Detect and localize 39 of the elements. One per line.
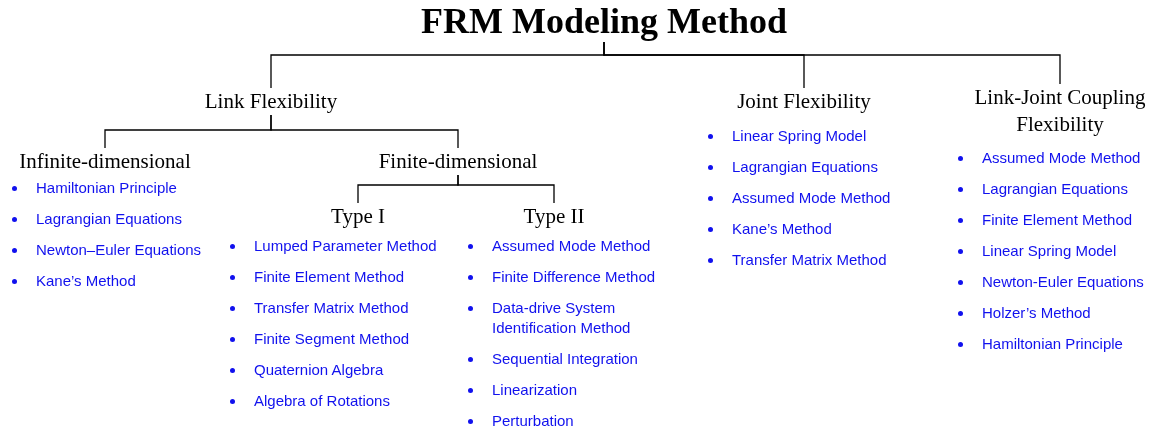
method-list-item: Hamiltonian Principle (10, 178, 225, 209)
method-list-item: Assumed Mode Method (706, 188, 936, 219)
diagram-title: FRM Modeling Method (421, 0, 787, 42)
method-list-item: Finite Difference Method (466, 267, 676, 298)
method-list-item: Holzer’s Method (956, 303, 1171, 334)
category-heading: Type II (523, 203, 585, 230)
method-list-item: Newton–Euler Equations (10, 240, 225, 271)
method-list-item: Transfer Matrix Method (228, 298, 463, 329)
method-list-item: Transfer Matrix Method (706, 250, 936, 281)
method-list-item: Assumed Mode Method (956, 148, 1171, 179)
method-list-item: Newton-Euler Equations (956, 272, 1171, 303)
connector-line (457, 174, 555, 204)
category-heading: Infinite-dimensional (19, 148, 191, 175)
connector-line (270, 114, 459, 149)
method-list-item: Linear Spring Model (956, 241, 1171, 272)
method-list-item: Linearization (466, 380, 676, 411)
method-list-item: Finite Element Method (956, 210, 1171, 241)
category-heading: Type I (331, 203, 385, 230)
category-heading: Joint Flexibility (737, 88, 871, 115)
method-list-item: Kane’s Method (10, 271, 225, 302)
method-list-item: Sequential Integration (466, 349, 676, 380)
method-list-item: Algebra of Rotations (228, 391, 463, 422)
method-list-item: Lagrangian Equations (706, 157, 936, 188)
method-list-item: Data-drive System Identification Method (466, 298, 676, 349)
method-list-item: Finite Segment Method (228, 329, 463, 360)
method-list-item: Finite Element Method (228, 267, 463, 298)
method-list-item: Hamiltonian Principle (956, 334, 1171, 365)
method-list-item: Perturbation (466, 411, 676, 434)
category-heading: Link Flexibility (204, 88, 338, 115)
category-heading: Link-Joint Coupling Flexibility (950, 84, 1170, 138)
method-list-item: Linear Spring Model (706, 126, 936, 157)
method-list-item: Lagrangian Equations (956, 179, 1171, 210)
method-list-item: Assumed Mode Method (466, 236, 676, 267)
method-list-item: Lumped Parameter Method (228, 236, 463, 267)
method-list-item: Lagrangian Equations (10, 209, 225, 240)
category-heading: Finite-dimensional (378, 148, 538, 175)
method-list-item: Quaternion Algebra (228, 360, 463, 391)
method-list-item: Kane’s Method (706, 219, 936, 250)
connector-line (603, 41, 1061, 85)
